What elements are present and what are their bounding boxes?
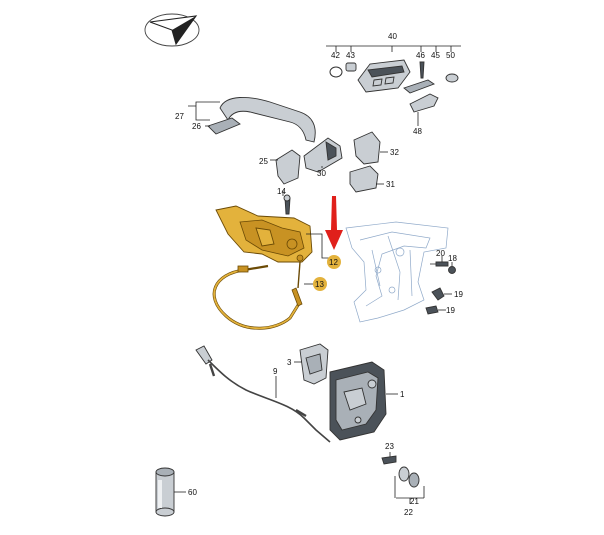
- callout-19a: 19: [454, 290, 463, 299]
- part-27-handle: [219, 97, 316, 143]
- callout-9: 9: [273, 367, 278, 376]
- callout-42: 42: [331, 51, 340, 60]
- lock-cylinder-group: [270, 131, 388, 193]
- part-43-battery: [345, 62, 357, 72]
- door-panel-outline: [345, 221, 449, 323]
- callout-19b: 19: [446, 306, 455, 315]
- part-48-key-blade: [409, 93, 439, 113]
- callout-3: 3: [287, 358, 292, 367]
- callout-60: 60: [188, 488, 197, 497]
- callout-27: 27: [175, 112, 184, 121]
- callout-43: 43: [346, 51, 355, 60]
- door-handle-group: [188, 97, 316, 143]
- callout-12: 12: [329, 258, 338, 267]
- callout-32: 32: [390, 148, 399, 157]
- compass-logo-icon: [144, 13, 200, 47]
- callout-18: 18: [448, 254, 457, 263]
- callout-50: 50: [446, 51, 455, 60]
- part-42-ring: [329, 66, 343, 78]
- part-31-cover: [349, 165, 379, 193]
- highlight-circle-12: [327, 255, 341, 269]
- callout-25: 25: [259, 157, 268, 166]
- fasteners-group: [425, 256, 456, 315]
- callout-31: 31: [386, 180, 395, 189]
- callout-48: 48: [413, 127, 422, 136]
- part-12-handle-carrier: [215, 190, 330, 263]
- part-13-bowden-cable: [212, 261, 318, 330]
- part-1-door-lock: [329, 361, 398, 441]
- red-arrow-icon: [325, 196, 343, 250]
- callout-26: 26: [192, 122, 201, 131]
- callout-14: 14: [277, 187, 286, 196]
- part-45-key-cap: [403, 79, 435, 94]
- callout-21: 21: [410, 497, 419, 506]
- callout-13: 13: [315, 280, 324, 289]
- callout-23: 23: [385, 442, 394, 451]
- part-25-bracket: [275, 149, 301, 185]
- part-46-screw: [419, 61, 425, 79]
- callout-30: 30: [317, 169, 326, 178]
- callout-45: 45: [431, 51, 440, 60]
- interior-release-cable: [195, 345, 331, 443]
- part-60-component: [155, 467, 186, 517]
- part-32-cap: [353, 131, 381, 165]
- part-3-bracket: [294, 343, 329, 385]
- part-50-cap: [445, 73, 459, 83]
- part-40-key-fob: [357, 59, 411, 93]
- callout-20: 20: [436, 249, 445, 258]
- key-set-group: [326, 45, 461, 126]
- callout-22: 22: [404, 508, 413, 517]
- highlight-circle-13: [313, 277, 327, 291]
- part-26-trim: [207, 117, 241, 135]
- callout-46: 46: [416, 51, 425, 60]
- callout-40: 40: [388, 32, 397, 41]
- callout-1: 1: [400, 390, 405, 399]
- striker-group: [381, 452, 425, 504]
